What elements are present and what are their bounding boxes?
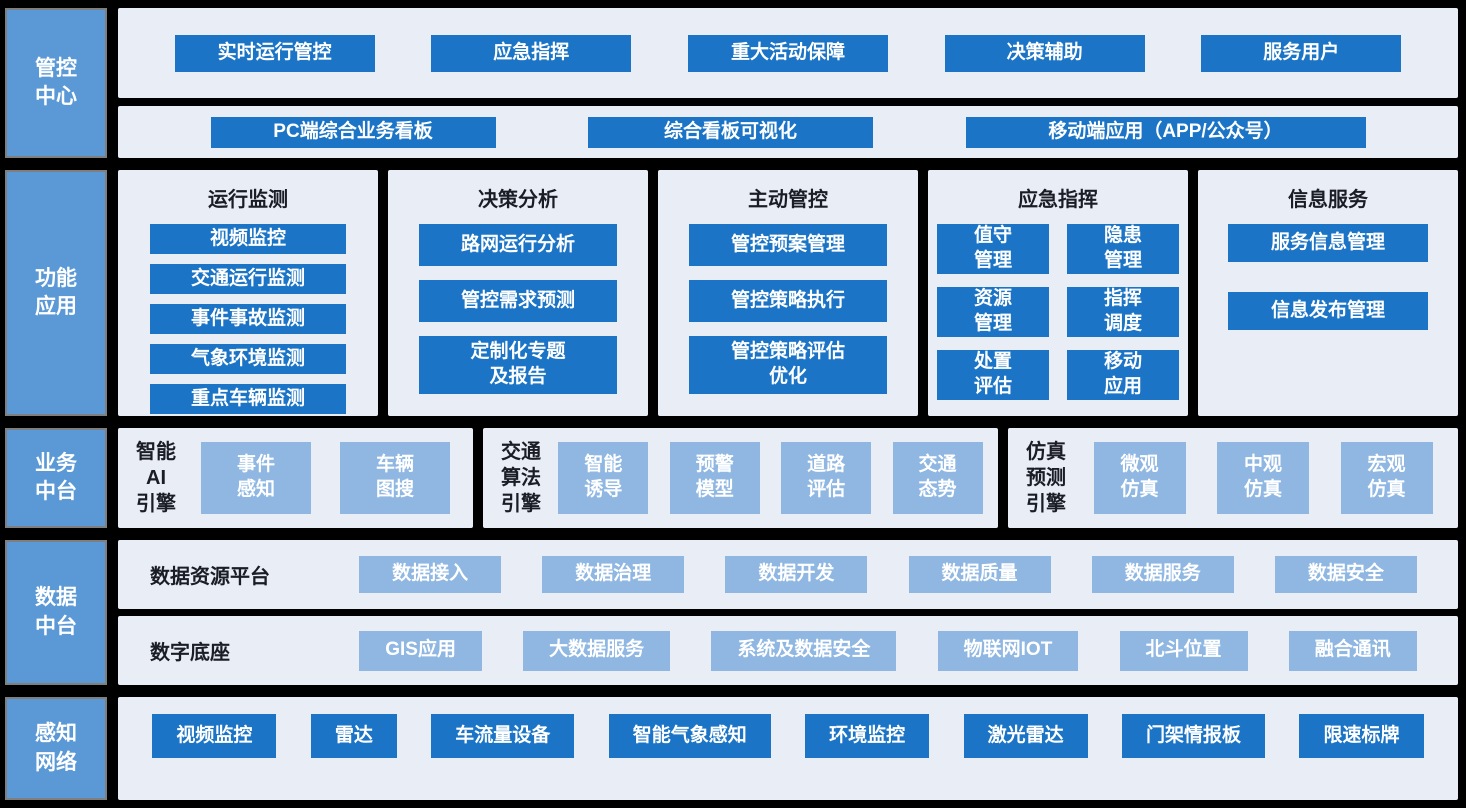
engine-title: 智能 AI 引擎	[136, 441, 176, 515]
engine-title: 交通 算法 引擎	[501, 441, 541, 515]
panel-data-resource-platform: 数据资源平台 数据接入 数据治理 数据开发 数据质量 数据服务 数据安全	[118, 540, 1458, 609]
device-button: 门架情报板	[1122, 714, 1266, 758]
feature-button: 指挥 调度	[1067, 287, 1179, 337]
feature-button: 管控预案管理	[689, 224, 887, 266]
engine-button: 宏观 仿真	[1340, 442, 1433, 514]
band-data-platform: 数据 中台 数据资源平台 数据接入 数据治理 数据开发 数据质量 数据服务 数据…	[5, 540, 1458, 685]
feature-list: 服务信息管理 信息发布管理	[1198, 224, 1458, 330]
control-app-button: 服务用户	[1201, 34, 1402, 72]
panel-emergency-command: 应急指挥 值守 管理 隐患 管理 资源 管理 指挥 调度 处置 评估 移动 应用	[928, 170, 1188, 416]
feature-list: 路网运行分析 管控需求预测 定制化专题 及报告	[388, 224, 648, 394]
column-title: 信息服务	[1288, 189, 1368, 211]
feature-button: 管控策略执行	[689, 280, 887, 322]
band-function-apps: 功能 应用 运行监测 视频监控 交通运行监测 事件事故监测 气象环境监测 重点车…	[5, 170, 1458, 416]
device-button: 视频监控	[152, 714, 277, 758]
engine-button: 预警 模型	[669, 442, 760, 514]
control-app-button: 实时运行管控	[174, 34, 375, 72]
feature-button: 管控需求预测	[419, 280, 617, 322]
panel-simulation-engine: 仿真 预测 引擎 微观 仿真 中观 仿真 宏观 仿真	[1008, 428, 1458, 528]
dashboard-button: PC端综合业务看板	[210, 116, 496, 148]
panel-control-center-apps: 实时运行管控 应急指挥 重大活动保障 决策辅助 服务用户	[118, 8, 1458, 98]
feature-button: 服务信息管理	[1228, 224, 1428, 262]
control-app-button: 决策辅助	[944, 34, 1145, 72]
engine-buttons: 微观 仿真 中观 仿真 宏观 仿真	[1080, 442, 1446, 514]
data-service-button: 数据服务	[1091, 556, 1234, 593]
row-label-sensing-network: 感知 网络	[5, 697, 107, 800]
base-service-button: 物联网IOT	[937, 630, 1079, 671]
control-app-button: 重大活动保障	[687, 34, 888, 72]
band-sensing-network: 感知 网络 视频监控 雷达 车流量设备 智能气象感知 环境监控 激光雷达 门架情…	[5, 697, 1458, 800]
feature-button: 资源 管理	[937, 287, 1049, 337]
feature-list: 管控预案管理 管控策略执行 管控策略评估 优化	[658, 224, 918, 394]
engine-button: 微观 仿真	[1093, 442, 1186, 514]
engine-button: 中观 仿真	[1217, 442, 1309, 514]
engine-buttons: 智能 诱导 预警 模型 道路 评估 交通 态势	[555, 442, 986, 514]
panel-digital-base: 数字底座 GIS应用 大数据服务 系统及数据安全 物联网IOT 北斗位置 融合通…	[118, 616, 1458, 685]
panel-information-service: 信息服务 服务信息管理 信息发布管理	[1198, 170, 1458, 416]
row-label-business-platform: 业务 中台	[5, 428, 107, 528]
platform-buttons: GIS应用 大数据服务 系统及数据安全 物联网IOT 北斗位置 融合通讯	[318, 630, 1458, 671]
feature-list: 视频监控 交通运行监测 事件事故监测 气象环境监测 重点车辆监测	[118, 224, 378, 414]
band-business-platform: 业务 中台 智能 AI 引擎 事件 感知 车辆 图搜 交通 算法 引擎 智能 诱…	[5, 428, 1458, 528]
feature-button: 移动 应用	[1067, 350, 1179, 400]
base-service-button: 北斗位置	[1119, 630, 1248, 671]
device-button: 激光雷达	[963, 714, 1088, 758]
engine-button: 交通 态势	[892, 442, 983, 514]
platform-title: 数字底座	[150, 642, 230, 664]
panel-sensing-devices: 视频监控 雷达 车流量设备 智能气象感知 环境监控 激光雷达 门架情报板 限速标…	[118, 697, 1458, 800]
platform-title: 数据资源平台	[150, 566, 270, 588]
engine-button: 道路 评估	[781, 442, 872, 514]
band-control-center: 管控 中心 实时运行管控 应急指挥 重大活动保障 决策辅助 服务用户 PC端综合…	[5, 8, 1458, 158]
panel-operation-monitoring: 运行监测 视频监控 交通运行监测 事件事故监测 气象环境监测 重点车辆监测	[118, 170, 378, 416]
device-button: 车流量设备	[431, 714, 575, 758]
dashboard-button: 移动端应用（APP/公众号）	[965, 116, 1366, 148]
panel-active-control: 主动管控 管控预案管理 管控策略执行 管控策略评估 优化	[658, 170, 918, 416]
row-label-data-platform: 数据 中台	[5, 540, 107, 685]
feature-button: 交通运行监测	[150, 264, 346, 294]
feature-button: 定制化专题 及报告	[419, 336, 617, 394]
data-service-button: 数据接入	[359, 556, 502, 593]
engine-buttons: 事件 感知 车辆 图搜	[190, 442, 461, 514]
feature-button: 视频监控	[150, 224, 346, 254]
data-service-button: 数据安全	[1274, 556, 1417, 593]
feature-button: 处置 评估	[937, 350, 1049, 400]
row-label-control-center: 管控 中心	[5, 8, 107, 158]
engine-button: 事件 感知	[201, 442, 311, 514]
data-service-button: 数据治理	[542, 556, 685, 593]
device-button: 环境监控	[805, 714, 930, 758]
device-button: 雷达	[310, 714, 397, 758]
feature-button: 路网运行分析	[419, 224, 617, 266]
base-service-button: 系统及数据安全	[711, 630, 897, 671]
feature-button: 值守 管理	[937, 224, 1049, 274]
platform-buttons: 数据接入 数据治理 数据开发 数据质量 数据服务 数据安全	[318, 556, 1458, 593]
base-service-button: GIS应用	[359, 630, 482, 671]
column-title: 主动管控	[748, 189, 828, 211]
feature-button: 管控策略评估 优化	[689, 336, 887, 394]
panel-decision-analysis: 决策分析 路网运行分析 管控需求预测 定制化专题 及报告	[388, 170, 648, 416]
column-title: 决策分析	[478, 189, 558, 211]
column-title: 运行监测	[208, 189, 288, 211]
feature-grid: 值守 管理 隐患 管理 资源 管理 指挥 调度 处置 评估 移动 应用	[937, 224, 1179, 400]
column-title: 应急指挥	[1018, 189, 1098, 211]
base-service-button: 大数据服务	[523, 630, 671, 671]
base-service-button: 融合通讯	[1288, 630, 1417, 671]
control-app-button: 应急指挥	[431, 34, 632, 72]
feature-button: 事件事故监测	[150, 304, 346, 334]
engine-title: 仿真 预测 引擎	[1026, 441, 1066, 515]
panel-ai-engine: 智能 AI 引擎 事件 感知 车辆 图搜	[118, 428, 473, 528]
row-label-function-apps: 功能 应用	[5, 170, 107, 416]
engine-button: 车辆 图搜	[340, 442, 450, 514]
data-service-button: 数据质量	[908, 556, 1051, 593]
feature-button: 气象环境监测	[150, 344, 346, 374]
engine-button: 智能 诱导	[558, 442, 649, 514]
data-service-button: 数据开发	[725, 556, 868, 593]
feature-button: 隐患 管理	[1067, 224, 1179, 274]
panel-traffic-algorithm-engine: 交通 算法 引擎 智能 诱导 预警 模型 道路 评估 交通 态势	[483, 428, 998, 528]
feature-button: 信息发布管理	[1228, 292, 1428, 330]
feature-button: 重点车辆监测	[150, 384, 346, 414]
dashboard-button: 综合看板可视化	[588, 116, 873, 148]
device-button: 限速标牌	[1299, 714, 1424, 758]
device-button: 智能气象感知	[608, 714, 771, 758]
panel-control-center-dashboards: PC端综合业务看板 综合看板可视化 移动端应用（APP/公众号）	[118, 106, 1458, 158]
